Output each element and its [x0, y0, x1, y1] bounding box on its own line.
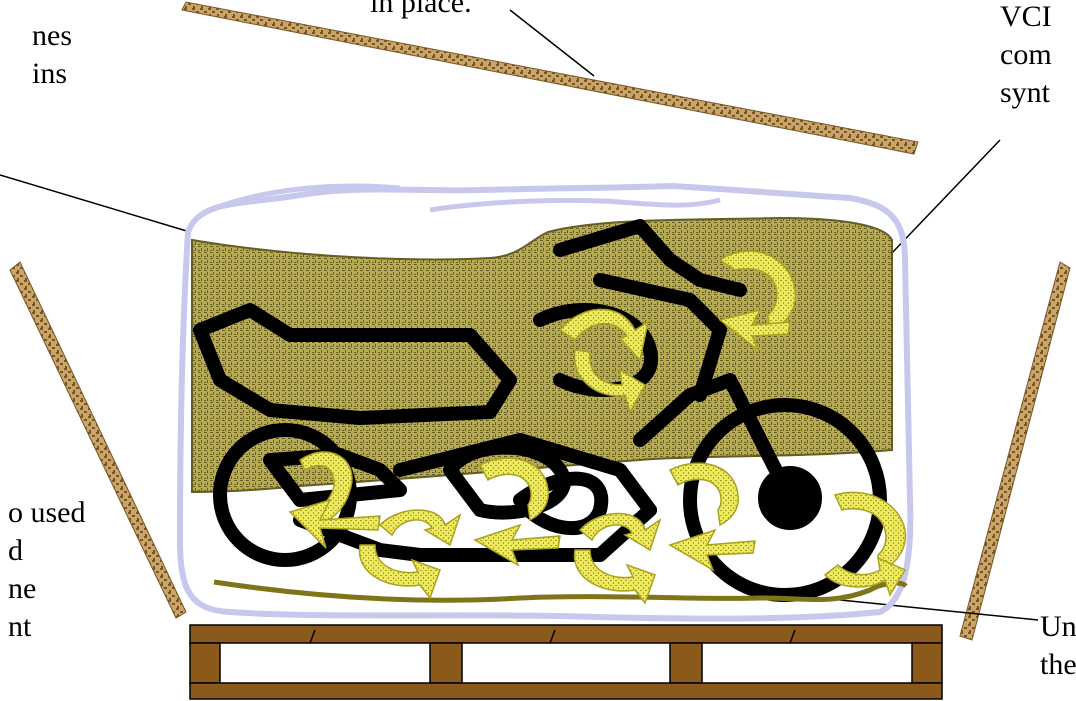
air-arrow [823, 556, 907, 597]
underlay-sheet [213, 579, 908, 603]
frame-lower [293, 503, 657, 562]
crate-right-board [959, 261, 1071, 641]
air-arrow [358, 544, 441, 600]
pallet [189, 624, 943, 700]
crate-left-board [9, 261, 187, 619]
air-arrow [578, 512, 662, 552]
air-arrow [718, 308, 791, 351]
air-flow-arrows [288, 250, 907, 605]
label-top-right: VCI com synt [1000, 0, 1052, 109]
fuel-tank [193, 303, 517, 425]
leader-line-top-left [0, 174, 191, 233]
crate-lid-board [181, 1, 919, 155]
wrap-bag-outline [176, 182, 914, 622]
leader-line-top-center [509, 9, 595, 77]
exhaust [513, 471, 609, 535]
label-bottom-left: o used d ne nt [8, 496, 86, 643]
steering-column [593, 273, 727, 402]
wrap-bag-top-fold [209, 183, 721, 213]
air-arrow [668, 462, 739, 527]
engine [443, 440, 571, 520]
label-top-center: in place. [370, 0, 472, 19]
air-arrow [478, 457, 549, 522]
motorcycle [193, 219, 887, 602]
air-arrow [558, 308, 650, 362]
air-arrow [378, 509, 462, 547]
air-arrow [573, 349, 647, 414]
frame-fork [633, 373, 797, 505]
label-top-left: nes ins [32, 19, 72, 90]
leader-line-bottom-right [839, 599, 1039, 621]
label-bottom-right: Un the [1040, 610, 1076, 681]
air-arrow [473, 523, 561, 567]
air-arrow [573, 549, 656, 605]
air-arrow [288, 498, 381, 549]
handlebar [553, 219, 747, 297]
air-arrow [668, 528, 756, 572]
